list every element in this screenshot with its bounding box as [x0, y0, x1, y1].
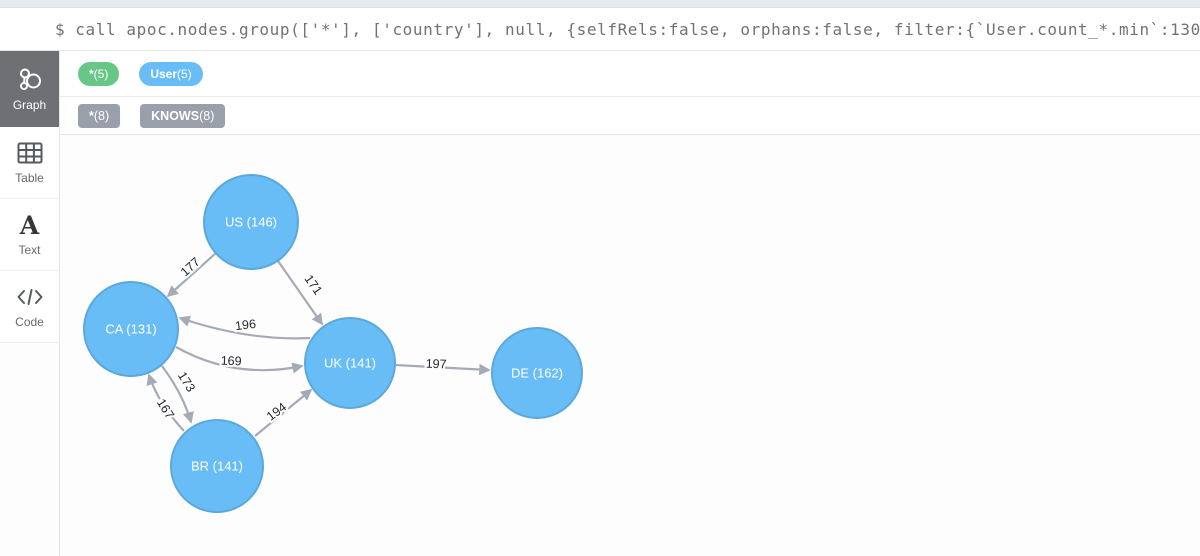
tab-table[interactable]: Table — [0, 127, 59, 199]
edge-count-label-br-uk: 194 — [264, 400, 289, 424]
edge-count-label-us-uk: 171 — [302, 272, 325, 297]
rel-type-pill-knows[interactable]: KNOWS(8) — [140, 103, 226, 128]
edge-count-label-uk-de: 197 — [425, 357, 446, 372]
relationship-types-legend: *(8) KNOWS(8) — [60, 97, 1200, 135]
node-labels-legend: *(5) User(5) — [60, 51, 1200, 97]
edge-us-uk[interactable] — [277, 260, 323, 326]
edge-uk-de[interactable] — [394, 363, 491, 376]
edge-count-label-ca-uk: 169 — [220, 354, 241, 369]
result-content: *(5) User(5) *(8) KNOWS(8) — [60, 51, 1200, 556]
node-ca[interactable] — [83, 281, 179, 377]
text-icon: A — [19, 210, 40, 240]
tab-table-label: Table — [15, 171, 44, 185]
tab-text-label: Text — [18, 243, 41, 257]
tab-code-label: Code — [15, 315, 44, 329]
command-prompt: $ — [55, 19, 66, 39]
tab-graph-label: Graph — [12, 97, 47, 112]
page-background-strip — [0, 0, 1200, 8]
tab-graph[interactable]: Graph — [0, 51, 59, 127]
edge-br-ca[interactable] — [146, 373, 185, 432]
command-bar[interactable]: $ call apoc.nodes.group(['*'], ['country… — [0, 8, 1200, 51]
frame-body: Graph Table A — [0, 51, 1200, 556]
node-label-pill-all[interactable]: *(5) — [78, 61, 120, 86]
tab-code[interactable]: Code — [0, 271, 59, 343]
node-de[interactable] — [491, 327, 583, 419]
edge-ca-uk[interactable] — [175, 346, 304, 374]
cypher-query-text: call apoc.nodes.group(['*'], ['country']… — [75, 19, 1200, 39]
node-br[interactable] — [170, 419, 264, 513]
edge-ca-br[interactable] — [161, 365, 194, 424]
node-us[interactable] — [203, 174, 299, 270]
edge-us-ca[interactable] — [166, 252, 217, 298]
edge-br-uk[interactable] — [254, 388, 313, 437]
graph-icon — [16, 67, 44, 93]
table-icon — [17, 140, 43, 166]
node-uk[interactable] — [304, 317, 396, 409]
node-label-pill-user[interactable]: User(5) — [139, 61, 203, 86]
edge-uk-ca[interactable] — [178, 315, 311, 340]
tab-text[interactable]: A Text — [0, 199, 59, 271]
view-mode-sidebar: Graph Table A — [0, 51, 60, 556]
edge-count-label-uk-ca: 196 — [234, 317, 256, 333]
rel-type-pill-all[interactable]: *(8) — [78, 103, 121, 128]
code-icon — [16, 284, 44, 310]
edge-count-label-us-ca: 177 — [178, 255, 203, 279]
